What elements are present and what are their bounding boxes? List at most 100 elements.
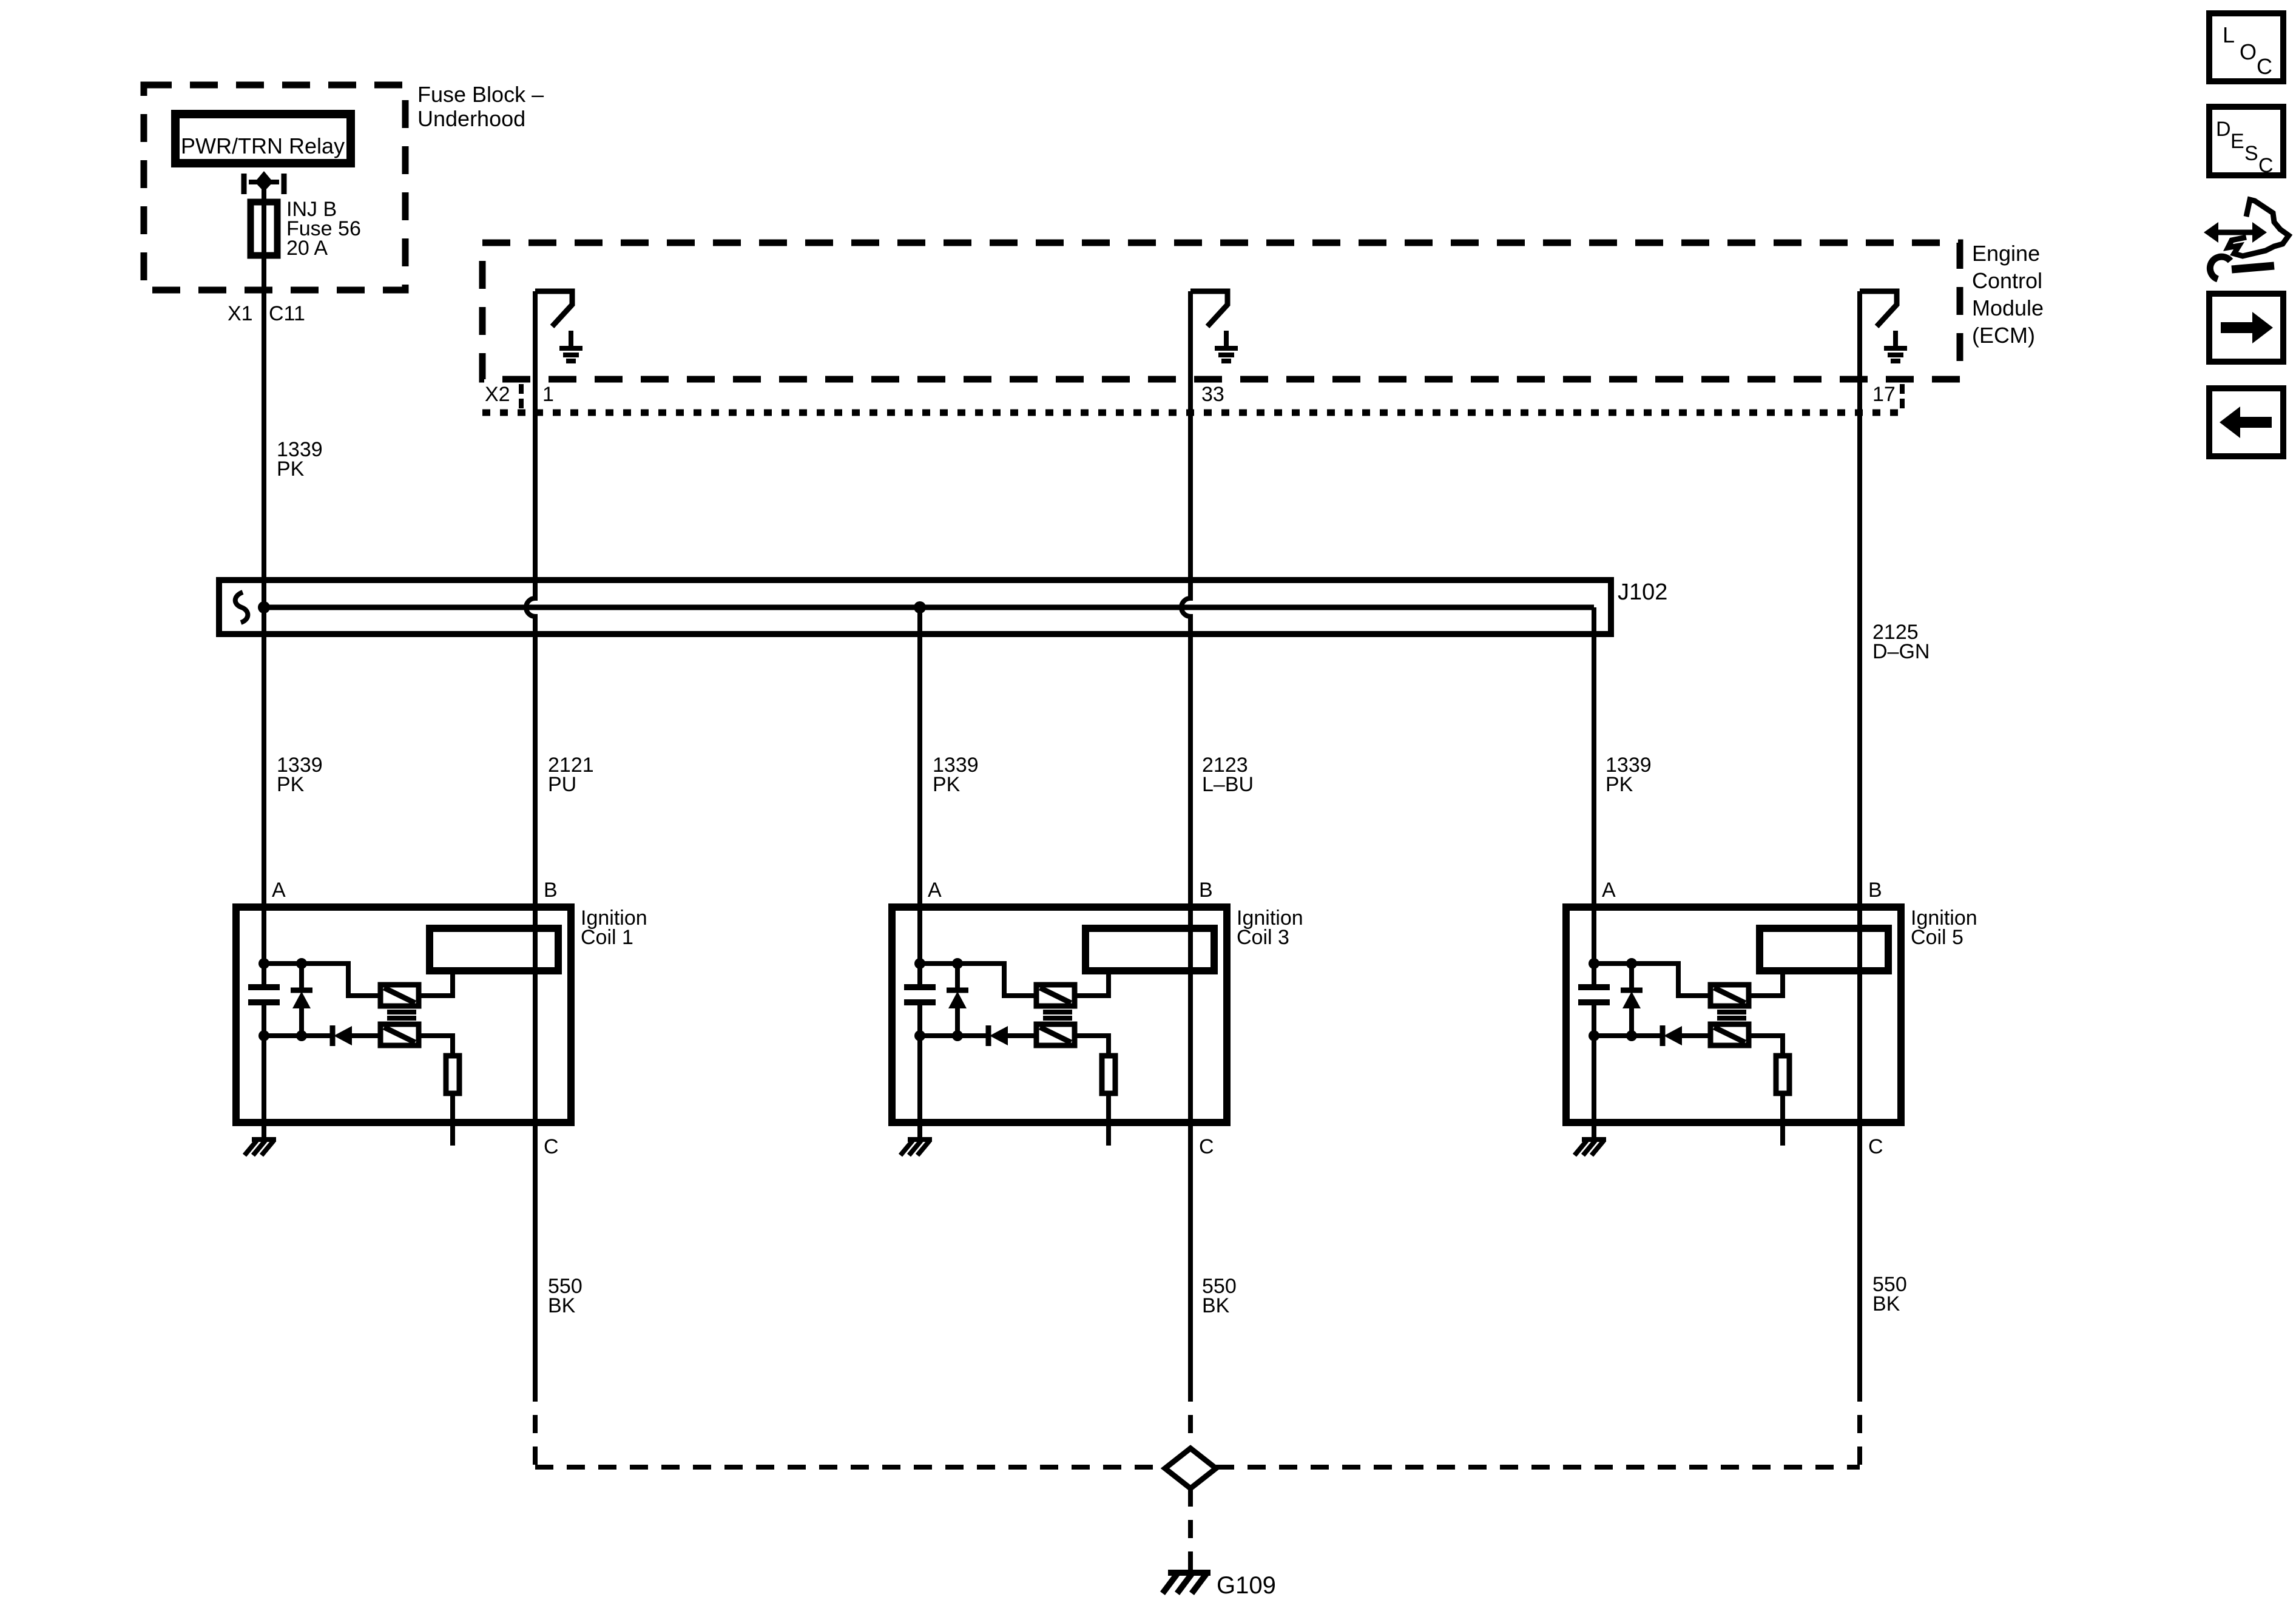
fuse-block-underhood: Fuse Block – Underhood PWR/TRN Relay INJ…: [140, 81, 544, 325]
wire-label: 1339: [277, 438, 323, 461]
splice-bus-end-curl: [232, 590, 251, 625]
wire-label: 550: [1872, 1273, 1907, 1296]
ground-circuit: G109: [533, 1383, 1862, 1599]
g109-ground-symbol: [1160, 1570, 1210, 1595]
desc-letter: S: [2244, 142, 2258, 165]
coil5-name-line1: Ignition: [1911, 906, 1977, 930]
coil3-pin-c: C: [1199, 1135, 1214, 1158]
fuse-label-line2: Fuse 56: [286, 217, 361, 240]
coil1-pin-a: A: [272, 879, 286, 902]
sidebar-nav: L O C D E S C: [2204, 10, 2293, 459]
ecm-outline: [479, 239, 1963, 383]
pwr-trn-relay-label: PWR/TRN Relay: [181, 133, 345, 158]
loc-button[interactable]: L O C: [2206, 10, 2286, 84]
right-arrow-icon: [2221, 322, 2252, 333]
connector-x1-label: X1: [228, 302, 253, 325]
schematic-tool-icon[interactable]: [2204, 196, 2293, 283]
pwr-trn-relay-box: [171, 110, 355, 167]
ecm-title-line2: Control: [1972, 268, 2042, 293]
wire-label: 550: [548, 1275, 582, 1298]
loc-letter: O: [2240, 39, 2257, 64]
pin-c11-label: C11: [269, 302, 305, 325]
ecm-title-line3: Module: [1972, 295, 2044, 320]
coil1-pin-c: C: [544, 1135, 559, 1158]
fuse-label-line3: 20 A: [286, 237, 328, 260]
ecm-pin-1-label: 1: [542, 383, 554, 406]
coil1-name-line2: Coil 1: [581, 926, 633, 949]
wire-label: 1339: [933, 754, 979, 777]
coil1-pin-b: B: [544, 879, 558, 902]
ecm-title-line1: Engine: [1972, 241, 2040, 266]
coil5-pin-b: B: [1868, 879, 1882, 902]
coil-internal-circuit: [1566, 907, 1901, 1155]
wire-label: PK: [277, 457, 305, 481]
coil5-pin-c: C: [1868, 1135, 1883, 1158]
desc-button-frame: [2206, 104, 2286, 178]
ecm-pin-33-label: 33: [1201, 383, 1224, 406]
ecm-driver-pin17: [1860, 291, 1907, 361]
wire-label: 550: [1202, 1275, 1237, 1298]
right-arrow-head: [2252, 312, 2273, 343]
wire-label: BK: [1202, 1294, 1230, 1317]
wire-label: 2121: [548, 754, 594, 777]
dashed-ground-wires: [533, 1383, 1862, 1571]
splice-j102: J102: [216, 577, 1667, 637]
fuse-label-line1: INJ B: [286, 198, 337, 221]
fuse-block-title-line1: Fuse Block –: [417, 82, 544, 107]
wire-label: PU: [548, 773, 576, 796]
left-arrow-icon: [2240, 417, 2272, 428]
next-arrow-button[interactable]: [2206, 291, 2286, 365]
desc-letter: E: [2230, 130, 2244, 153]
coil1-name-line1: Ignition: [581, 906, 647, 930]
engine-control-module: Engine Control Module (ECM) X2 1 33 17: [479, 239, 2044, 416]
wire-label: PK: [933, 773, 961, 796]
ecm-driver-pin33: [1190, 291, 1238, 361]
wire-label: 1339: [1606, 754, 1652, 777]
coil3-pin-b: B: [1199, 879, 1213, 902]
ecm-title-line4: (ECM): [1972, 323, 2035, 348]
wire-label: D–GN: [1872, 640, 1930, 663]
wire-label: PK: [1606, 773, 1633, 796]
coil5-name-line2: Coil 5: [1911, 926, 1963, 949]
g109-label: G109: [1217, 1572, 1276, 1599]
ecm-driver-pin1: [535, 291, 582, 361]
next-button-frame: [2206, 291, 2286, 365]
desc-button[interactable]: D E S C: [2206, 104, 2286, 178]
coil3-name-line2: Coil 3: [1237, 926, 1289, 949]
desc-letter: D: [2216, 118, 2231, 141]
loc-button-frame: [2206, 10, 2286, 84]
wire-label: BK: [548, 1294, 576, 1317]
loc-letter: C: [2257, 54, 2272, 79]
coil-internal-circuit: [892, 907, 1227, 1155]
ecm-pin-17-label: 17: [1872, 383, 1896, 406]
ignition-coil-5: A B C Ignition Coil 5: [1566, 879, 1977, 1158]
coil3-name-line1: Ignition: [1237, 906, 1303, 930]
wire-label: 2125: [1872, 621, 1919, 644]
ground-splice-diamond: [1160, 1445, 1221, 1492]
fuse-block-outline: [140, 81, 409, 294]
desc-letter: C: [2258, 154, 2274, 177]
circuit-wires: 1339 PK 1339 PK 2121 PU 1339 PK 2123 L–B…: [262, 182, 1930, 1383]
wire-label: BK: [1872, 1292, 1900, 1315]
wrench-handle: [2231, 262, 2275, 274]
wire-label: 1339: [277, 754, 323, 777]
ignition-coil-1: A B C Ignition Coil 1: [236, 879, 647, 1158]
loc-letter: L: [2223, 22, 2235, 47]
wire-2123-lbu: [1179, 291, 1193, 1383]
wire-label: L–BU: [1202, 773, 1254, 796]
wire-label: PK: [277, 773, 305, 796]
wire-2121-pu: [524, 291, 538, 1383]
wrench-jaw: [2206, 253, 2234, 283]
back-arrow-button[interactable]: [2206, 385, 2286, 459]
ignition-coil-3: A B C Ignition Coil 3: [892, 879, 1303, 1158]
panel-outline-glyph: [2223, 196, 2293, 259]
fuse-block-title-line2: Underhood: [417, 106, 525, 131]
coil3-pin-a: A: [928, 879, 942, 902]
back-button-frame: [2206, 385, 2286, 459]
connector-tick-marks: [519, 384, 1905, 408]
splice-label: J102: [1618, 579, 1667, 605]
coil5-pin-a: A: [1602, 879, 1616, 902]
splice-band: [216, 577, 1614, 637]
